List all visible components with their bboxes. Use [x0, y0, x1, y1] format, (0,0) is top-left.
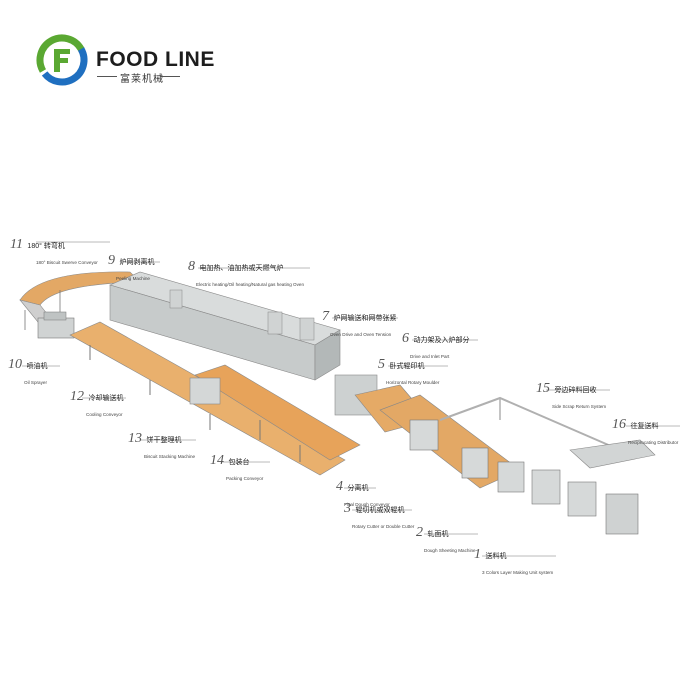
label-12: 12 冷却输送机 Cooling Conveyor: [70, 389, 124, 417]
label-9: 9 炉网剥离机 Peeling Machine: [108, 253, 155, 281]
oven: [109, 271, 341, 381]
brand-subtitle: 富莱机械: [120, 74, 164, 85]
label-14: 14 包装台 Packing Conveyor: [210, 453, 264, 481]
food-line-logo-icon: [36, 34, 88, 86]
label-11: 11 180° 转弯机 180° Biscuit Swerve Conveyor: [10, 237, 98, 265]
sheeting-and-forming-machines: [379, 394, 639, 535]
scrap-return-and-distributor: [439, 396, 656, 469]
label-2: 2 轧面机 Dough Sheeting Machine: [416, 525, 476, 553]
label-5: 5 卧式辊印机 Horizontal Rotary Moulder: [378, 357, 440, 385]
label-1: 1 送料机 3 Colors Layer Making Unit system: [474, 547, 554, 575]
leader-lines: [22, 241, 680, 557]
label-13: 13 饼干整理机 Biscuit Stacking Machine: [128, 431, 196, 459]
label-15: 15 旁边碎料回收 Side Scrap Return System: [536, 381, 607, 409]
brand-divider-left: [97, 76, 117, 77]
packing-conveyor: [189, 364, 361, 462]
label-7: 7 炉网输送和网带张紧 Oven Drive and Oven Tension: [322, 309, 397, 337]
label-10: 10 喷油机 Oil Sprayer: [8, 357, 48, 385]
label-4: 4 分离机 Final Dough Conveyor: [336, 479, 390, 507]
label-6: 6 动力架及入炉部分 Drive and Inlet Part: [402, 331, 470, 359]
label-8: 8 电加热、油加热或天燃气炉 Electric heating/Oil heat…: [188, 259, 305, 287]
brand-name: FOOD LINE: [96, 48, 215, 71]
label-16: 16 往复送料 Reciprocating Distributor: [612, 417, 679, 445]
brand-divider-right: [160, 76, 180, 77]
label-3: 3 辊切机或双辊机 Rotary Cutter or Double Cutter: [344, 501, 415, 529]
oil-sprayer: [37, 311, 75, 339]
